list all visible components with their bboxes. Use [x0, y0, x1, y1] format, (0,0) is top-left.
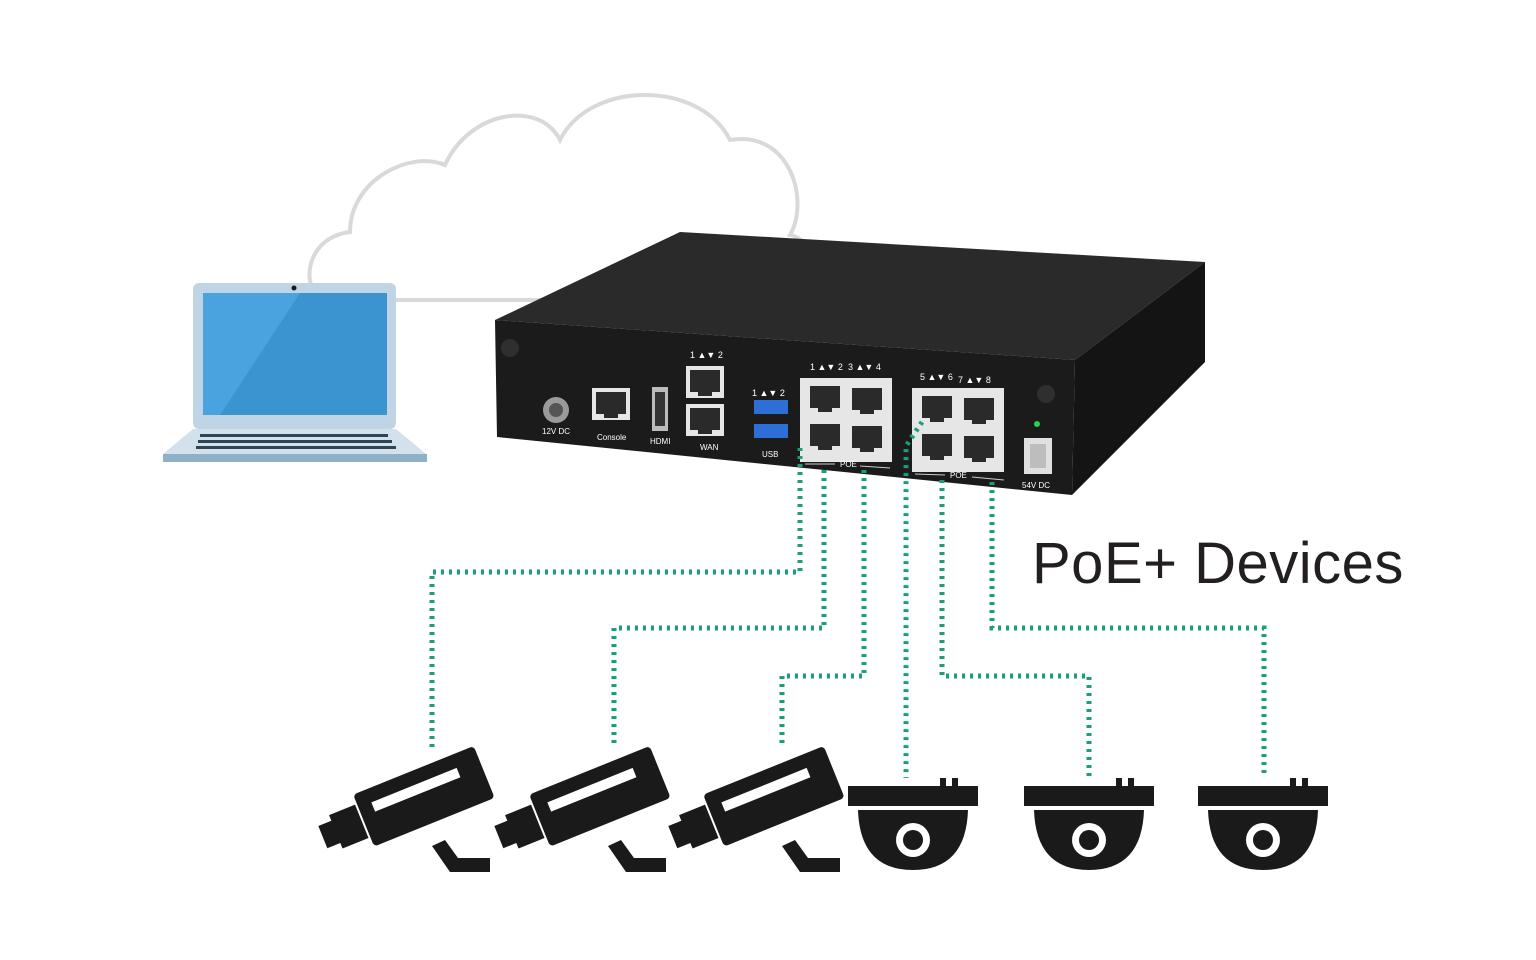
- hdmi-port: HDMI: [650, 387, 670, 446]
- bullet-camera-icon: [312, 745, 495, 872]
- dc-out-label: 54V DC: [1022, 481, 1050, 490]
- wan-ports: 1 ▲▼ 2 WAN: [686, 350, 724, 452]
- dc-in-jack: 12V DC: [542, 397, 570, 436]
- poe-label-left: POE: [840, 460, 857, 469]
- network-appliance: 12V DC Console HDMI 1 ▲▼ 2 WAN 1 ▲▼ 2 US…: [495, 232, 1205, 495]
- diagram-caption: PoE+ Devices: [1032, 531, 1404, 596]
- dome-camera-icon: [1024, 778, 1154, 870]
- wan-numbers: 1 ▲▼ 2: [690, 350, 723, 360]
- status-led: [1034, 421, 1040, 427]
- poe-links: [429, 420, 1267, 778]
- bullet-camera-icon: [488, 745, 671, 872]
- console-label: Console: [597, 433, 627, 442]
- dome-camera-icon: [848, 778, 978, 870]
- poe-ports-1-4: 1 ▲▼ 2 3 ▲▼ 4 POE: [800, 362, 892, 469]
- dome-camera-icon: [1198, 778, 1328, 870]
- poe-numbers-7-8: 7 ▲▼ 8: [958, 375, 991, 385]
- poe-ports-5-8: 5 ▲▼ 6 7 ▲▼ 8 POE: [912, 372, 1005, 481]
- link-5: [939, 480, 1092, 778]
- bullet-camera-icon: [662, 745, 845, 872]
- laptop-icon: [163, 283, 427, 462]
- dc-in-label: 12V DC: [542, 427, 570, 436]
- link-6: [989, 482, 1267, 778]
- poe-numbers-1-2: 1 ▲▼ 2: [810, 362, 843, 372]
- usb-label: USB: [762, 450, 778, 459]
- dc-out-connector: 54V DC: [1022, 438, 1052, 490]
- poe-numbers-3-4: 3 ▲▼ 4: [848, 362, 881, 372]
- console-port: Console: [592, 388, 630, 442]
- usb-ports: 1 ▲▼ 2 USB: [752, 388, 788, 459]
- poe-label-right: POE: [950, 471, 967, 480]
- link-4: [903, 420, 925, 778]
- hdmi-label: HDMI: [650, 437, 670, 446]
- usb-numbers: 1 ▲▼ 2: [752, 388, 785, 398]
- wan-label: WAN: [700, 443, 719, 452]
- poe-numbers-5-6: 5 ▲▼ 6: [920, 372, 953, 382]
- link-2: [611, 470, 827, 748]
